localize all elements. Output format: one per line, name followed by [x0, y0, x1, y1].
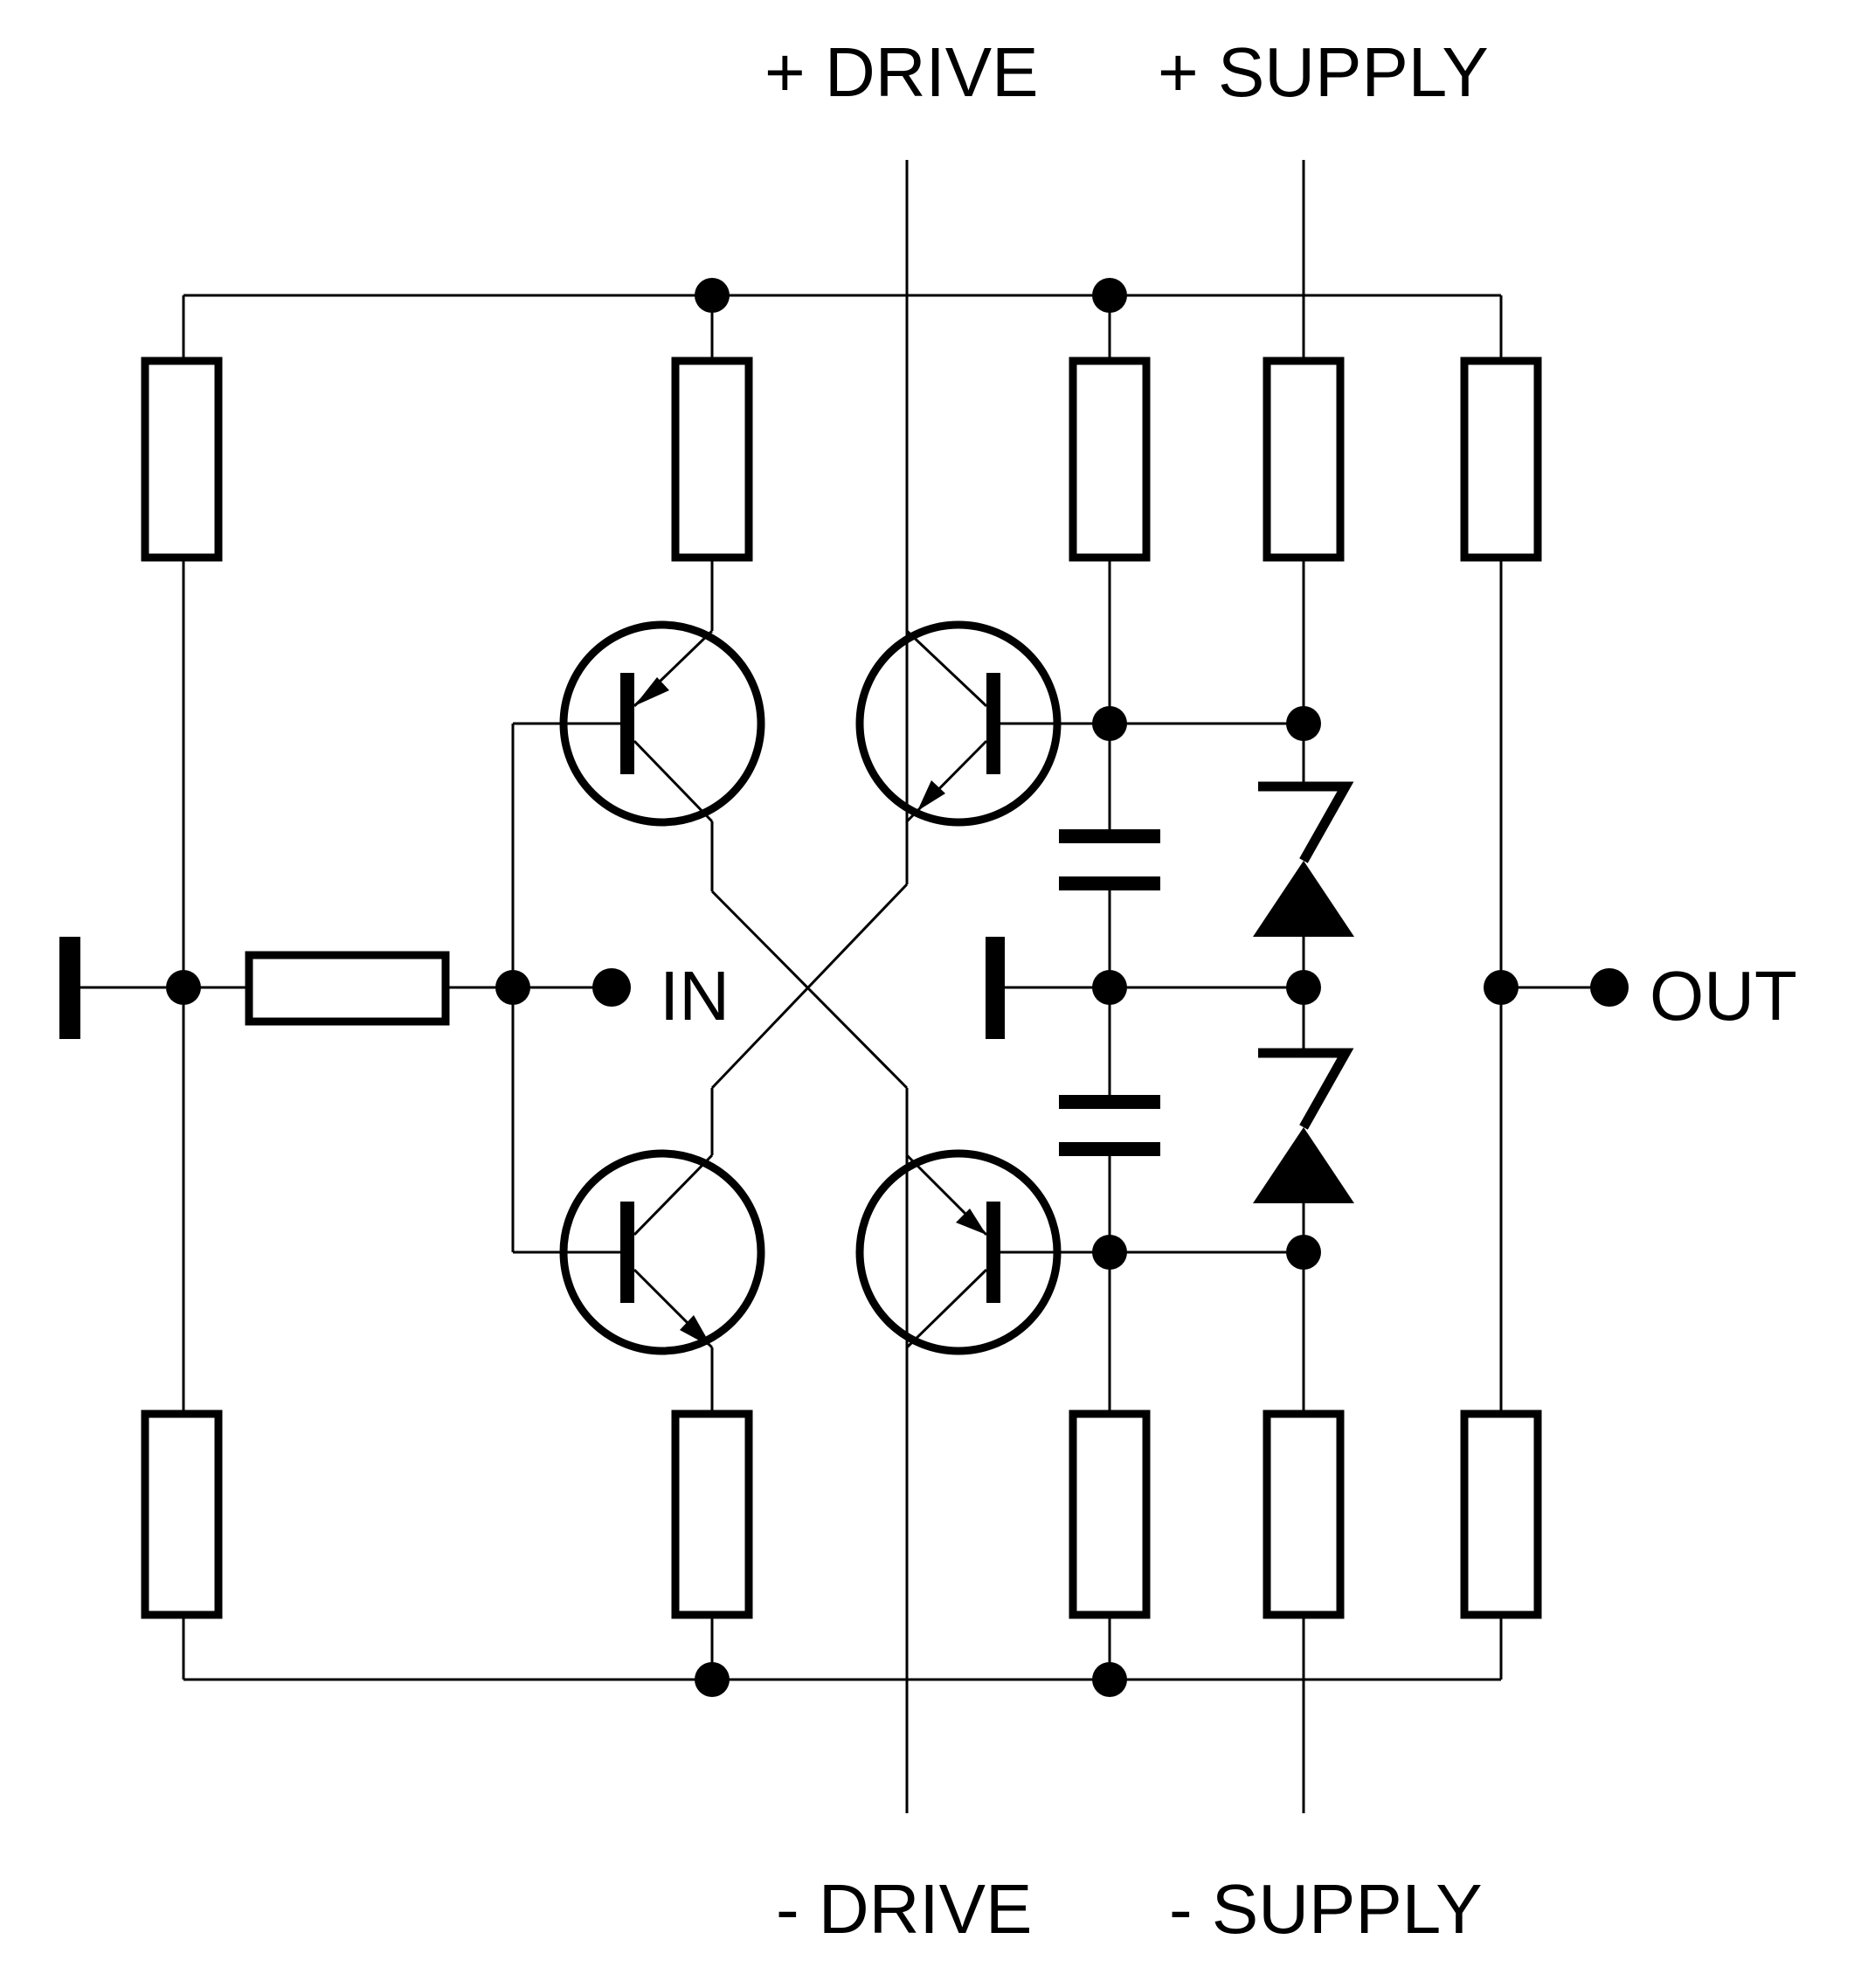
resistor-zener-top [1263, 357, 1345, 562]
resistor-left-bottom [141, 1410, 223, 1619]
label-supply-plus: + SUPPLY [1158, 33, 1489, 111]
resistor-q3-bottom [671, 1410, 753, 1619]
label-output: OUT [1650, 957, 1797, 1035]
transistor-q1-pnp [559, 620, 765, 827]
input-terminal-dot [592, 968, 631, 1007]
resistor-left-top [141, 357, 223, 562]
zener-diode-top [1253, 781, 1354, 937]
resistor-input [245, 951, 450, 1026]
capacitor-column-wires [1005, 295, 1304, 1680]
transistor-q3-npn [559, 1149, 765, 1355]
resistor-cap-bottom [1069, 1410, 1151, 1619]
label-input: IN [660, 957, 730, 1035]
junction-dots [166, 278, 1519, 1697]
transistor-q2 [855, 620, 1110, 827]
capacitor-bottom [1059, 1095, 1160, 1156]
center-left-wires [710, 295, 909, 1680]
transistor-q4 [855, 1149, 1110, 1355]
resistor-right-top [1460, 357, 1542, 562]
output-terminal-dot [1590, 968, 1629, 1007]
label-drive-plus: + DRIVE [764, 33, 1038, 111]
label-drive-minus: - DRIVE [776, 1870, 1032, 1948]
terminal-bar-left [59, 937, 80, 1039]
zener-diode-bottom [1253, 1048, 1354, 1203]
capacitor-top [1059, 829, 1160, 890]
resistor-cap-top [1069, 357, 1151, 562]
resistor-q1-top [671, 357, 753, 562]
label-supply-minus: - SUPPLY [1169, 1870, 1483, 1948]
terminal-bar-center [986, 937, 1005, 1039]
resistor-zener-bottom [1263, 1410, 1345, 1619]
resistor-right-bottom [1460, 1410, 1542, 1619]
